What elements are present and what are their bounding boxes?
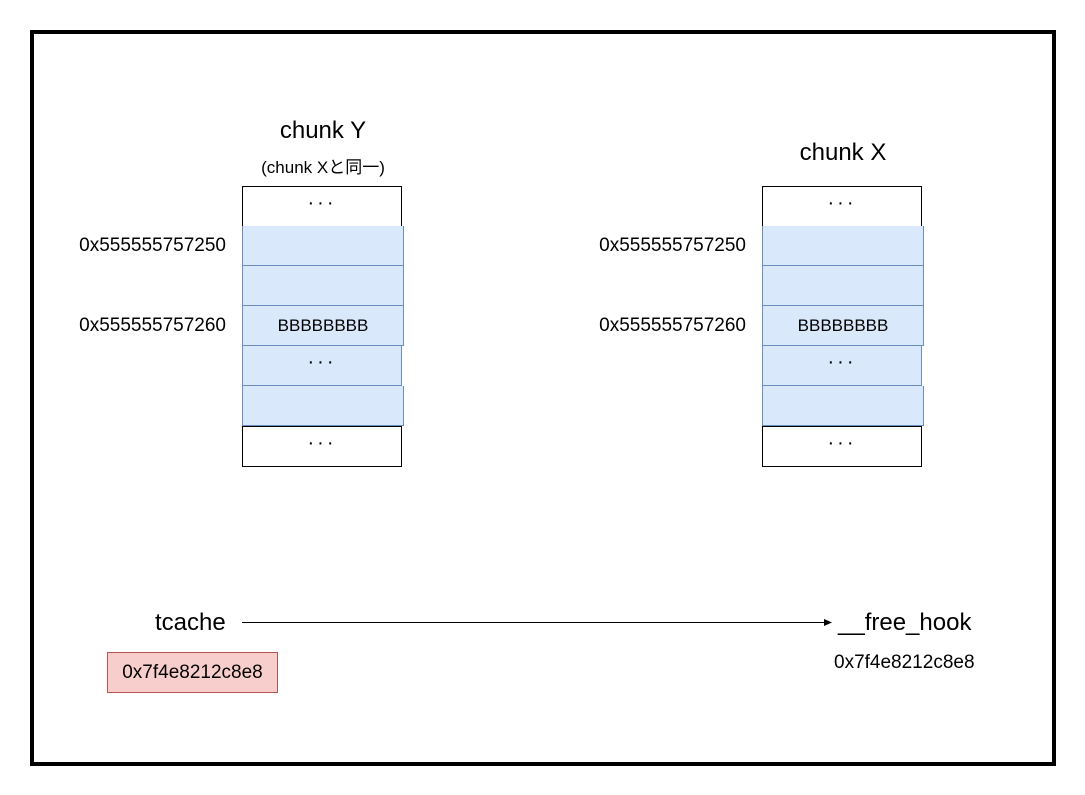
chunk-x-cell-5	[762, 386, 924, 426]
chunk-y-cell-5	[242, 386, 404, 426]
chunk-x-address-2: 0x555555757260	[599, 315, 746, 336]
free-hook-address: 0x7f4e8212c8e8	[834, 652, 975, 673]
chunk-x-cell-6: ···	[762, 426, 922, 467]
chunk-x-cell-1	[762, 226, 924, 266]
chunk-y-cell-1	[242, 226, 404, 266]
free-hook-label: __free_hook	[838, 609, 972, 636]
tcache-value-box: 0x7f4e8212c8e8	[107, 652, 278, 693]
tcache-label: tcache	[155, 609, 226, 636]
chunk-y-cell-2	[242, 266, 404, 306]
chunk-y-subtitle: (chunk Xと同一)	[261, 158, 385, 177]
chunk-y-cell-0: ···	[242, 186, 402, 227]
chunk-x-cell-0: ···	[762, 186, 922, 227]
chunk-y-title: chunk Y	[279, 117, 367, 144]
chunk-y-cell-6: ···	[242, 426, 402, 467]
chunk-x-address-1: 0x555555757250	[599, 235, 746, 256]
chunk-x-cell-4: ···	[762, 346, 922, 386]
chunk-y-address-2: 0x555555757260	[79, 315, 226, 336]
chunk-x-cell-3: BBBBBBBB	[762, 306, 924, 346]
chunk-x-cell-2	[762, 266, 924, 306]
tcache-arrow-head	[824, 619, 832, 626]
chunk-y-cell-4: ···	[242, 346, 402, 386]
chunk-y-cell-3: BBBBBBBB	[242, 306, 404, 346]
diagram-frame	[30, 30, 1056, 766]
chunk-y-address-1: 0x555555757250	[79, 235, 226, 256]
chunk-x-title: chunk X	[799, 139, 887, 166]
